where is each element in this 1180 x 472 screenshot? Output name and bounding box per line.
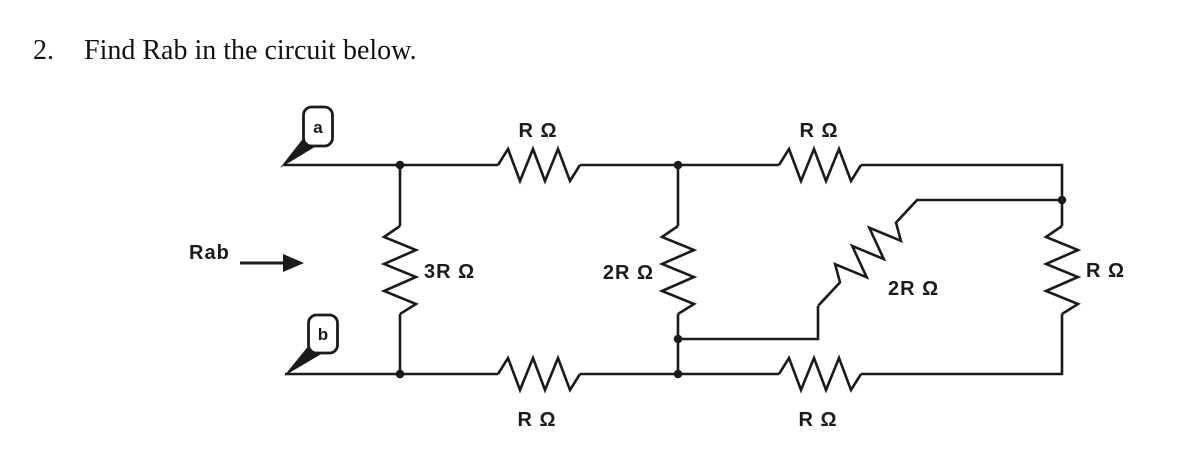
resistor-right-shunt bbox=[1042, 224, 1082, 316]
resistor-diagonal bbox=[817, 198, 919, 307]
wire-diagonal-link bbox=[678, 306, 820, 341]
wire-bottom-right bbox=[861, 314, 1064, 376]
resistor-top-right bbox=[777, 145, 863, 185]
node-dot bbox=[395, 160, 405, 170]
problem-number: 2. bbox=[33, 35, 54, 66]
label-r-top-right: R Ω bbox=[799, 120, 838, 142]
rab-indicator: Rab bbox=[189, 242, 304, 272]
problem-statement: 2. Find Rab in the circuit below. bbox=[33, 35, 417, 67]
junction-dots bbox=[395, 160, 1067, 379]
terminal-a-bubble bbox=[302, 105, 334, 148]
terminal-a: a bbox=[280, 105, 334, 168]
label-r-bottom-left: R Ω bbox=[517, 409, 556, 431]
label-r-top-left: R Ω bbox=[518, 120, 557, 142]
label-r-diagonal: 2R Ω bbox=[888, 278, 939, 300]
resistor-bottom-left bbox=[496, 354, 582, 394]
resistor-left-shunt bbox=[380, 224, 420, 316]
resistor-bottom-right bbox=[777, 354, 863, 394]
label-r-mid-shunt: 2R Ω bbox=[603, 262, 654, 284]
node-dot bbox=[395, 369, 405, 379]
node-dot bbox=[673, 160, 683, 170]
resistor-labels: R Ω R Ω 3R Ω 2R Ω 2R Ω R Ω R Ω R Ω bbox=[424, 120, 1125, 431]
terminal-b-label: b bbox=[318, 325, 328, 344]
resistor-top-left bbox=[496, 145, 582, 185]
label-r-bottom-right: R Ω bbox=[798, 409, 837, 431]
node-dot bbox=[673, 369, 683, 379]
node-dot bbox=[1057, 195, 1067, 205]
wires bbox=[284, 145, 1082, 394]
terminal-b-bubble bbox=[307, 313, 339, 355]
wire-top-right bbox=[861, 163, 1064, 226]
node-dot bbox=[673, 334, 683, 344]
rab-label: Rab bbox=[189, 242, 230, 264]
label-r-right-shunt: R Ω bbox=[1086, 260, 1125, 282]
terminal-a-label: a bbox=[313, 118, 323, 137]
resistor-mid-shunt bbox=[658, 224, 698, 316]
problem-prompt: Find Rab in the circuit below. bbox=[84, 35, 417, 66]
rab-arrow-head-icon bbox=[283, 254, 304, 272]
terminal-b: b bbox=[284, 313, 339, 376]
label-r-left-shunt: 3R Ω bbox=[424, 261, 475, 283]
